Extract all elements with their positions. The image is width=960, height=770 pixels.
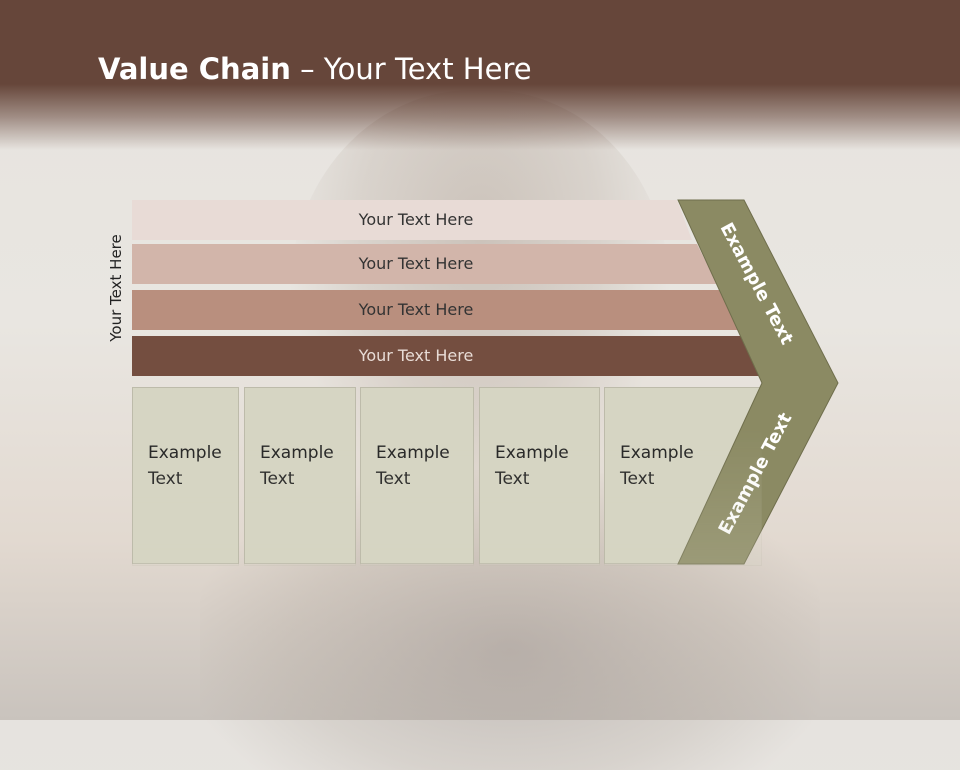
title-bold: Value Chain [98,52,291,86]
support-bar-4[interactable]: Your Text Here [132,336,764,376]
column-text-line1: Example [495,440,585,466]
activity-column-4[interactable]: Example Text [479,387,600,564]
title-rest: – Your Text Here [290,52,532,86]
support-bar-1[interactable]: Your Text Here [132,200,692,240]
margin-chevron[interactable] [0,0,960,720]
column-text-line1: Example [260,440,350,466]
support-bar-label: Your Text Here [358,346,474,365]
activity-column-1[interactable]: Example Text [132,387,239,564]
activity-column-2[interactable]: Example Text [244,387,356,564]
support-bar-label: Your Text Here [358,254,474,273]
slide-title: Value Chain – Your Text Here [98,52,532,86]
column-text-line2: Text [495,466,585,492]
margin-chevron-shape [677,199,839,565]
support-bar-label: Your Text Here [358,300,474,319]
title-band [0,0,960,150]
support-bar-3[interactable]: Your Text Here [132,290,740,330]
column-text-line2: Text [376,466,466,492]
column-text-line2: Text [260,466,350,492]
columns-reflection [132,389,832,566]
activity-column-3[interactable]: Example Text [360,387,474,564]
support-bar-label: Your Text Here [358,210,474,229]
column-text-line2: Text [148,466,238,492]
column-text-line1: Example [148,440,238,466]
column-text-line1: Example [376,440,466,466]
column-text-line1: Example [620,440,710,466]
column-text-line2: Text [620,466,710,492]
support-bar-2[interactable]: Your Text Here [132,244,717,284]
